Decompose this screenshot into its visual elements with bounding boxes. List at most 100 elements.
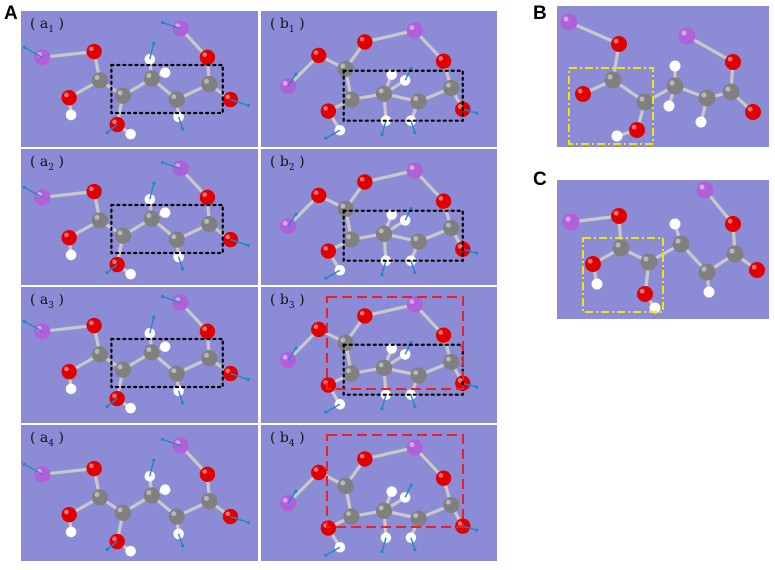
atom-highlight xyxy=(94,492,100,497)
displacement-vector xyxy=(149,317,155,334)
atom-sphere xyxy=(311,47,327,64)
vector-tip xyxy=(413,405,417,409)
hydrogen-atom xyxy=(125,402,136,414)
atom-highlight xyxy=(593,280,597,284)
oxygen-atom xyxy=(86,43,102,60)
oxygen-atom xyxy=(199,189,216,205)
oxygen-atom xyxy=(61,89,77,106)
hydrogen-atom xyxy=(334,125,346,136)
oxygen-atom xyxy=(357,308,373,324)
displacement-vector xyxy=(381,394,387,409)
dotted-highlight-box xyxy=(110,203,224,255)
metal-atom xyxy=(279,351,297,369)
atom-highlight xyxy=(445,356,451,362)
oxygen-atom xyxy=(86,460,102,477)
atom-sphere xyxy=(343,365,360,382)
panel-letter-c: C xyxy=(533,169,547,190)
atom-sphere xyxy=(695,116,707,128)
atom-sphere xyxy=(144,470,156,482)
atom-highlight xyxy=(388,345,392,349)
atom-sphere xyxy=(143,344,160,361)
metal-atom xyxy=(406,22,423,39)
oxygen-atom xyxy=(725,54,741,70)
vector-tip xyxy=(294,72,298,76)
dotted-highlight-box xyxy=(342,209,464,262)
panel-letter-b: B xyxy=(533,3,547,24)
metal-atom xyxy=(34,466,51,483)
atom-sphere xyxy=(585,256,601,272)
carbon-atom xyxy=(168,91,185,108)
atom-highlight xyxy=(117,364,123,370)
displacement-vector xyxy=(177,533,184,547)
atom-highlight xyxy=(438,473,444,478)
atom-highlight xyxy=(409,25,415,31)
atom-highlight xyxy=(161,209,165,213)
molecule-diagram-b1 xyxy=(279,22,479,140)
vector-tip xyxy=(475,251,479,255)
atom-highlight xyxy=(202,192,208,197)
subpanel-label-a3: ( a3 ) xyxy=(30,292,64,311)
oxygen-atom xyxy=(575,86,591,102)
atom-sphere xyxy=(562,213,580,231)
hydrogen-atom xyxy=(65,249,77,261)
displacement-vector xyxy=(404,485,412,498)
hydrogen-atom xyxy=(144,53,156,65)
oxygen-atom xyxy=(199,466,216,482)
displacement-vector xyxy=(23,46,43,58)
displacement-vector xyxy=(106,123,118,134)
atom-highlight xyxy=(161,486,165,490)
atom-sphere xyxy=(669,218,681,230)
vector-tip xyxy=(475,111,479,115)
hydrogen-atom xyxy=(695,116,707,128)
atom-highlight xyxy=(146,472,150,476)
displacement-vector xyxy=(381,260,387,275)
atom-sphere xyxy=(726,245,744,263)
atom-highlight xyxy=(340,203,346,209)
displacement-vector xyxy=(410,120,416,133)
carbon-atom xyxy=(337,60,354,77)
atom-highlight xyxy=(175,530,179,534)
oxygen-atom xyxy=(320,377,337,393)
atom-highlight xyxy=(64,92,69,98)
hydrogen-atom xyxy=(399,492,411,503)
atom-sphere xyxy=(405,389,417,400)
hydrogen-atom xyxy=(663,100,675,112)
atom-highlight xyxy=(146,490,152,496)
molecule-diagram-c xyxy=(562,181,765,314)
vector-tip xyxy=(324,553,328,557)
atom-highlight xyxy=(671,62,675,66)
atom-sphere xyxy=(114,87,132,104)
atom-sphere xyxy=(168,91,185,108)
displacement-vector xyxy=(462,525,477,531)
displacement-vector xyxy=(410,394,416,407)
atom-highlight xyxy=(407,534,411,538)
hydrogen-atom xyxy=(386,69,397,80)
molecule-diagram-b2 xyxy=(279,162,479,280)
atom-sphere xyxy=(669,60,681,72)
atom-sphere xyxy=(201,216,218,233)
carbon-atom xyxy=(612,239,630,257)
carbon-atom xyxy=(343,91,360,108)
atom-sphere xyxy=(672,235,690,253)
bond-line xyxy=(685,34,735,64)
hydrogen-atom xyxy=(334,542,346,553)
oxygen-atom xyxy=(357,34,373,50)
carbon-atom xyxy=(443,353,460,371)
atom-sphere xyxy=(159,207,171,218)
atom-highlight xyxy=(64,232,69,238)
vector-tip xyxy=(22,185,26,189)
vector-tip xyxy=(152,458,156,462)
hydrogen-atom xyxy=(669,60,681,72)
atom-sphere xyxy=(343,91,360,108)
hydrogen-atom xyxy=(386,486,397,497)
atom-highlight xyxy=(117,90,123,96)
subpanel-b1: ( b1 ) xyxy=(261,11,497,147)
atom-sphere xyxy=(640,253,658,271)
atom-highlight xyxy=(313,324,319,330)
carbon-atom xyxy=(443,219,460,237)
carbon-atom xyxy=(698,89,716,107)
oxygen-atom xyxy=(629,122,645,138)
vector-tip xyxy=(380,133,384,137)
atom-sphere xyxy=(410,233,427,250)
hydrogen-atom xyxy=(173,528,184,540)
